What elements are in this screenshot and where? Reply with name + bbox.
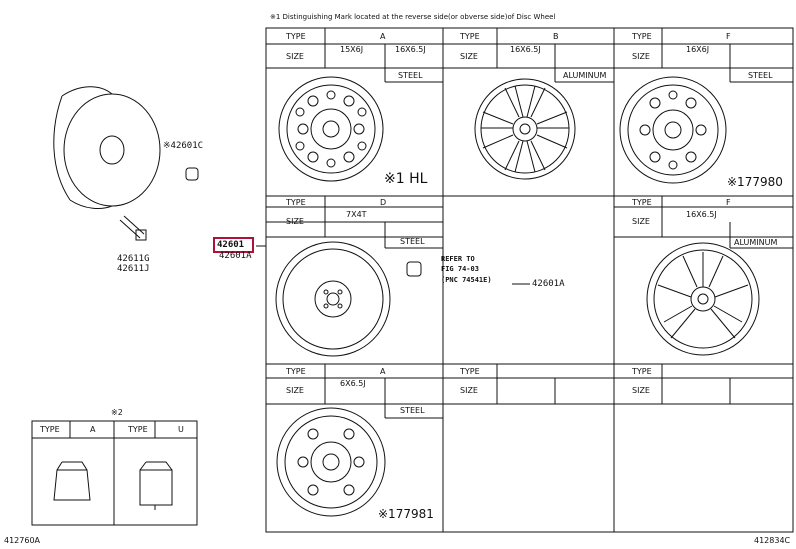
- size-label-f2: SIZE: [632, 217, 650, 226]
- mark-a2: ※177981: [378, 507, 434, 521]
- part-label-42611j[interactable]: 42611J: [117, 264, 150, 274]
- type-label-empty-1: TYPE: [460, 367, 480, 376]
- part-label-42601a[interactable]: 42601A: [219, 251, 252, 261]
- material-b: ALUMINUM: [563, 71, 607, 80]
- part-label-42601c[interactable]: ※42601C: [163, 141, 204, 151]
- nut-table-mark: ※2: [111, 408, 123, 417]
- type-label-a: TYPE: [286, 32, 306, 41]
- nut-u-drawing: [139, 461, 173, 510]
- size-value-a2: 6X6.5J: [340, 379, 366, 388]
- nut-type-u: U: [178, 425, 184, 434]
- type-label-b: TYPE: [460, 32, 480, 41]
- type-value-f: F: [726, 32, 731, 41]
- size-value-a: 15X6J: [340, 45, 364, 54]
- material-f: STEEL: [748, 71, 773, 80]
- size-value-f: 16X6J: [686, 45, 710, 54]
- part-label-42601a-right[interactable]: 42601A: [532, 279, 565, 289]
- wheel-table-outline: [265, 27, 794, 533]
- size-value-f2: 16X6.5J: [686, 210, 717, 219]
- wheel-f-steel-drawing: [619, 76, 727, 184]
- highlighted-part-42601[interactable]: [213, 237, 254, 253]
- type-value-a: A: [380, 32, 386, 41]
- type-value-f2: F: [726, 198, 731, 207]
- type-value-d: D: [380, 198, 387, 207]
- size-value-b: 16X6.5J: [510, 45, 541, 54]
- refer-line-1[interactable]: REFER TO: [441, 255, 475, 263]
- type-value-a2: A: [380, 367, 386, 376]
- type-value-b: B: [553, 32, 559, 41]
- valve-stem-drawing: [119, 215, 147, 241]
- material-d: STEEL: [400, 237, 425, 246]
- size-label-a: SIZE: [286, 52, 304, 61]
- nut-type-label-2: TYPE: [128, 425, 148, 434]
- type-label-f: TYPE: [632, 32, 652, 41]
- footer-right-code: 412834C: [754, 536, 791, 545]
- valve-part-icon: [406, 261, 422, 277]
- type-label-empty-2: TYPE: [632, 367, 652, 376]
- wheel-b-alloy-drawing: [474, 78, 576, 180]
- material-f2: ALUMINUM: [734, 238, 778, 247]
- size-label-a2: SIZE: [286, 386, 304, 395]
- wheel-a-steel-drawing: [278, 76, 384, 182]
- wheel-f-alloy-drawing: [646, 242, 760, 356]
- size-label-d: SIZE: [286, 217, 304, 226]
- type-label-f2: TYPE: [632, 198, 652, 207]
- material-a2: STEEL: [400, 406, 425, 415]
- type-label-d: TYPE: [286, 198, 306, 207]
- refer-line-3[interactable]: (PNC 74541E): [441, 276, 492, 284]
- type-label-a2: TYPE: [286, 367, 306, 376]
- mark-f: ※177980: [727, 175, 783, 189]
- size-label-f: SIZE: [632, 52, 650, 61]
- nut-a-drawing: [53, 461, 91, 501]
- size-label-empty-2: SIZE: [632, 386, 650, 395]
- wheel-a2-steel-drawing: [276, 407, 386, 517]
- size2-value-a: 16X6.5J: [395, 45, 426, 54]
- refer-line-2[interactable]: FIG 74-03: [441, 265, 479, 273]
- header-note: ※1 Distinguishing Mark located at the re…: [270, 13, 556, 21]
- material-a: STEEL: [398, 71, 423, 80]
- part-label-42611g[interactable]: 42611G: [117, 254, 150, 264]
- size-label-empty-1: SIZE: [460, 386, 478, 395]
- footer-left-code: 412760A: [4, 536, 41, 545]
- part-label-42601[interactable]: 42601: [217, 240, 245, 250]
- nut-type-a: A: [90, 425, 96, 434]
- mark-a: ※1 HL: [384, 171, 428, 187]
- wheel-d-spare-drawing: [275, 241, 391, 357]
- cap-drawing: [185, 167, 199, 181]
- tire-drawing: [53, 86, 161, 209]
- size-value-d: 7X4T: [346, 210, 367, 219]
- nut-type-label-1: TYPE: [40, 425, 60, 434]
- size-label-b: SIZE: [460, 52, 478, 61]
